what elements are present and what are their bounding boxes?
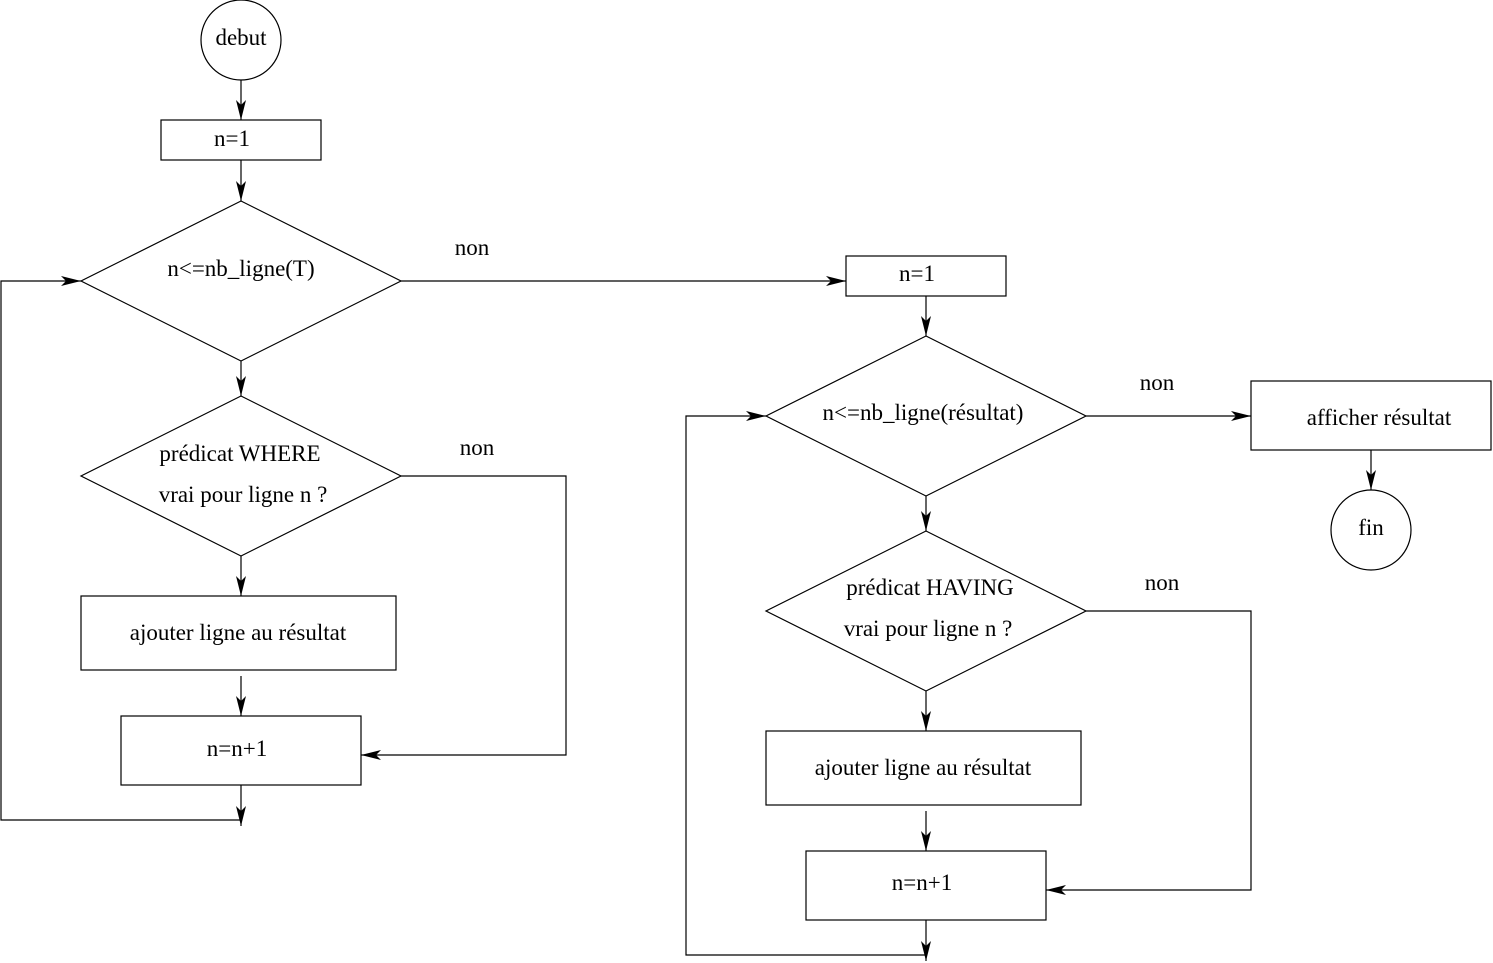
init-n-label-1: n=1 [214, 126, 250, 151]
start-node: debut [200, 0, 282, 81]
start-label: debut [215, 25, 267, 50]
condition-no-label: non [455, 235, 490, 260]
increment-label-1: n=n+1 [207, 736, 267, 761]
add-row-label-2: ajouter ligne au résultat [815, 755, 1032, 780]
table-row-condition-label: n<=nb_ligne(T) [167, 256, 314, 281]
init-n-box-1: n=1 [160, 119, 322, 161]
where-no-label: non [460, 435, 495, 460]
where-predicate-line1: prédicat WHERE [159, 441, 320, 466]
edge-having-no [1046, 610, 1252, 895]
increment-label-2: n=n+1 [892, 870, 952, 895]
table-row-condition-diamond: n<=nb_ligne(T) [79, 200, 403, 362]
display-result-box: afficher résultat [1250, 380, 1492, 451]
result-row-condition-label: n<=nb_ligne(résultat) [823, 400, 1024, 425]
init-n-box-2: n=1 [845, 255, 1007, 297]
result-row-condition-diamond: n<=nb_ligne(résultat) [764, 335, 1088, 497]
increment-box-1: n=n+1 [120, 715, 362, 786]
having-predicate-line2: vrai pour ligne n ? [844, 616, 1013, 641]
having-no-label: non [1145, 570, 1180, 595]
edge-loop-back-2 [685, 411, 926, 956]
end-label: fin [1358, 515, 1384, 540]
where-predicate-line2: vrai pour ligne n ? [159, 482, 328, 507]
where-predicate-diamond: prédicat WHERE vrai pour ligne n ? [79, 395, 403, 557]
edge-loop-back-1 [0, 276, 241, 821]
display-result-label: afficher résultat [1307, 405, 1452, 430]
having-predicate-line1: prédicat HAVING [846, 575, 1014, 600]
init-n-label-2: n=1 [899, 261, 935, 286]
add-row-box-1: ajouter ligne au résultat [80, 595, 397, 671]
add-row-label-1: ajouter ligne au résultat [130, 620, 347, 645]
result-condition-no-label: non [1140, 370, 1175, 395]
having-predicate-diamond: prédicat HAVING vrai pour ligne n ? [764, 530, 1088, 692]
edge-where-no [361, 475, 567, 760]
increment-box-2: n=n+1 [805, 850, 1047, 921]
end-node: fin [1330, 489, 1412, 571]
add-row-box-2: ajouter ligne au résultat [765, 730, 1082, 806]
